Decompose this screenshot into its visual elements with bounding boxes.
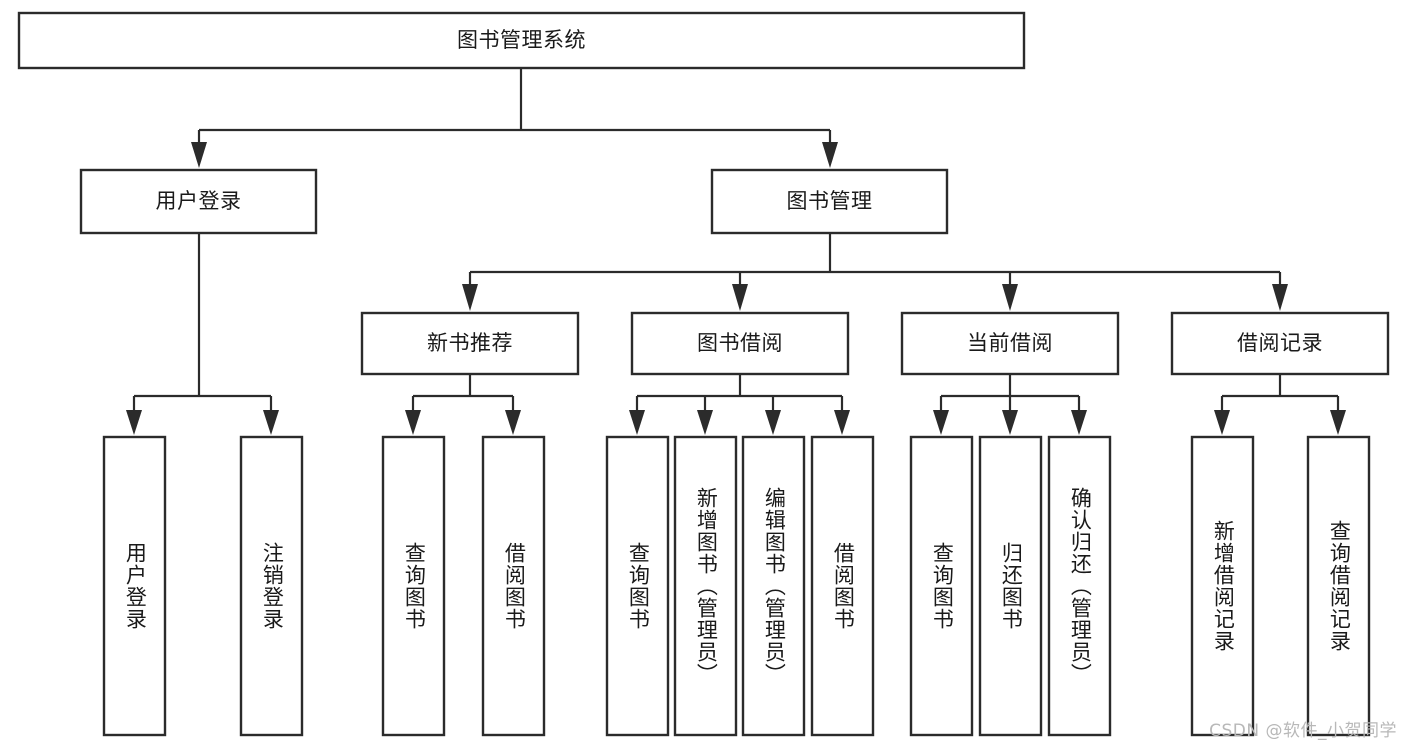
node-box-borrow-record[interactable]	[1170, 311, 1390, 376]
node-box-leaf-edit-book[interactable]	[741, 435, 806, 737]
arrow-head-leaf-user-login	[126, 410, 142, 435]
node-box-leaf-query-book-3[interactable]	[909, 435, 974, 737]
arrow-head-leaf-edit-book	[765, 410, 781, 435]
arrow-head-new-book-recommend	[462, 284, 478, 311]
connectors-user-login-to-leaves	[126, 233, 279, 435]
node-box-leaf-add-book[interactable]	[673, 435, 738, 737]
node-box-leaf-user-login[interactable]	[102, 435, 167, 737]
watermark-text: CSDN @软件_小贺同学	[1209, 721, 1397, 741]
arrow-head-leaf-query-book-2	[629, 410, 645, 435]
arrow-head-current-borrow	[1002, 284, 1018, 311]
node-box-leaf-query-book-2[interactable]	[605, 435, 670, 737]
connectors-current-borrow-to-leaves	[933, 374, 1087, 435]
node-box-leaf-return-book[interactable]	[978, 435, 1043, 737]
arrow-head-book-management	[822, 142, 838, 168]
node-box-leaf-confirm-return[interactable]	[1047, 435, 1112, 737]
arrow-head-user-login	[191, 142, 207, 168]
arrow-head-leaf-return-book	[1002, 410, 1018, 435]
node-box-current-borrow[interactable]	[900, 311, 1120, 376]
arrow-head-leaf-add-book	[697, 410, 713, 435]
node-box-user-login[interactable]	[79, 168, 318, 235]
arrow-head-borrow-record	[1272, 284, 1288, 311]
arrow-head-leaf-query-record	[1330, 410, 1346, 435]
connectors-book-management-to-level3	[462, 233, 1288, 311]
node-box-leaf-query-record[interactable]	[1306, 435, 1371, 737]
arrow-head-leaf-logout	[263, 410, 279, 435]
arrow-head-leaf-borrow-book-2	[834, 410, 850, 435]
connectors-borrow-record-to-leaves	[1214, 374, 1346, 435]
arrow-head-leaf-borrow-book-1	[505, 410, 521, 435]
node-box-root[interactable]	[17, 11, 1026, 70]
node-box-book-management[interactable]	[710, 168, 949, 235]
arrow-head-leaf-query-book-1	[405, 410, 421, 435]
node-box-leaf-borrow-book-1[interactable]	[481, 435, 546, 737]
arrow-head-leaf-confirm-return	[1071, 410, 1087, 435]
node-box-leaf-logout[interactable]	[239, 435, 304, 737]
node-box-leaf-query-book-1[interactable]	[381, 435, 446, 737]
connectors-root-to-level2	[191, 68, 838, 168]
node-box-leaf-add-record[interactable]	[1190, 435, 1255, 737]
arrow-head-leaf-query-book-3	[933, 410, 949, 435]
node-box-book-borrow[interactable]	[630, 311, 850, 376]
connectors-book-borrow-to-leaves	[629, 374, 850, 435]
node-box-new-book-recommend[interactable]	[360, 311, 580, 376]
arrow-head-book-borrow	[732, 284, 748, 311]
connectors-new-book-to-leaves	[405, 374, 521, 435]
node-box-leaf-borrow-book-2[interactable]	[810, 435, 875, 737]
arrow-head-leaf-add-record	[1214, 410, 1230, 435]
